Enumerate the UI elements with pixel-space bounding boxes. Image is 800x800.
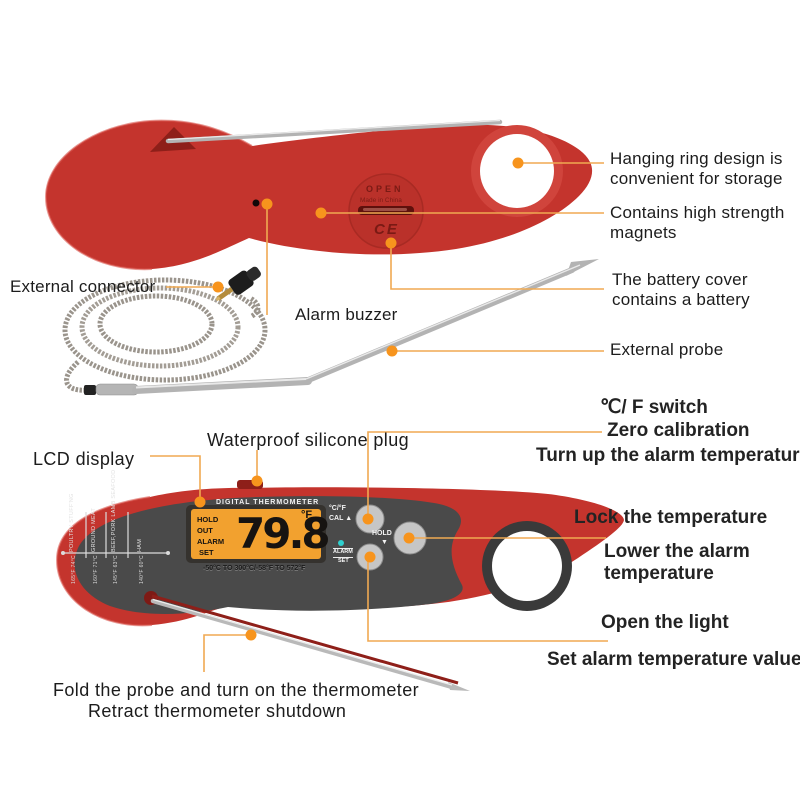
label-cf-switch: ℃/ F switch	[600, 397, 708, 418]
made-in-label: Made in China	[360, 197, 402, 204]
meat-chart-temp-poultry: 165°F 74°C	[71, 555, 77, 584]
label-turn-up-alarm: Turn up the alarm temperature	[536, 445, 800, 466]
battery-cover	[348, 173, 424, 249]
label-set-alarm-value: Set alarm temperature value	[547, 649, 800, 670]
meat-chart-temp-beef: 145°F 63°C	[113, 555, 119, 584]
hold-button-label: HOLD	[372, 530, 392, 537]
label-lower-alarm: Lower the alarm temperature	[604, 541, 750, 585]
battery-cover-open-label: OPEN	[366, 184, 404, 194]
external-probe-needle	[84, 259, 599, 396]
label-magnets: Contains high strength magnets	[610, 203, 785, 243]
label-external-connector: External connector	[10, 277, 156, 296]
lcd-hold: HOLD	[197, 515, 219, 524]
alarm-button-label: ALARM	[333, 548, 353, 558]
label-alarm-buzzer: Alarm buzzer	[295, 305, 398, 324]
probe-channel	[151, 594, 459, 685]
lcd-alarm: ALARM	[197, 537, 225, 546]
brand-title: DIGITAL THERMOMETER	[216, 499, 320, 506]
meat-chart-label-poultry: POULTRY STUFF'NG	[69, 493, 75, 552]
leader-lines	[150, 162, 608, 672]
folded-probe	[150, 598, 455, 690]
hold-button-arrow: ▼	[381, 539, 388, 546]
lcd-temperature-value: 79.8	[236, 509, 331, 558]
label-retract-shutdown: Retract thermometer shutdown	[88, 701, 347, 721]
alarm-indicator-led	[338, 540, 344, 546]
lcd-screen	[191, 509, 321, 559]
lcd-out: OUT	[197, 526, 213, 535]
cal-button-label: CAL ▲	[329, 515, 353, 522]
ce-mark: CE	[374, 221, 399, 238]
label-battery-cover: The battery cover contains a battery	[612, 270, 750, 310]
meat-chart-label-beef: BEEF,PORK LAMB SEAFOOD	[111, 469, 117, 552]
meat-chart-temp-ham: 140°F 60°C	[139, 555, 145, 584]
label-waterproof-plug: Waterproof silicone plug	[207, 430, 410, 450]
alarm-buzzer-hole	[252, 199, 260, 207]
hanging-ring-hole-front	[492, 531, 562, 601]
meat-chart-temp-ground: 160°F 71°C	[93, 555, 99, 584]
label-fold-probe: Fold the probe and turn on the thermomet…	[53, 680, 420, 700]
label-lock-temperature: Lock the temperature	[574, 507, 768, 528]
audio-jack-connector	[215, 266, 261, 302]
set-button-label: SET	[338, 558, 349, 564]
label-external-probe: External probe	[610, 340, 724, 359]
hanging-ring-hole	[480, 134, 554, 208]
label-hanging-ring: Hanging ring design is convenient for st…	[610, 149, 783, 189]
meat-chart-label-ground: GROUND MEAT	[91, 507, 97, 552]
meat-chart-label-ham: HAM	[137, 538, 143, 552]
label-lcd-display: LCD display	[33, 449, 135, 469]
cf-button-label: °C/°F	[329, 505, 346, 512]
label-zero-calibration: Zero calibration	[607, 420, 750, 441]
lcd-set: SET	[199, 548, 214, 557]
thermometer-front-view	[55, 480, 624, 691]
leader-dots	[194, 157, 524, 641]
probe-cable-coil	[62, 277, 268, 393]
lcd-temperature-unit: °F	[301, 509, 313, 521]
attached-probe-back	[165, 119, 503, 144]
meat-chart-axis	[63, 512, 168, 558]
thermometer-back-view	[44, 119, 593, 271]
label-open-light: Open the light	[601, 612, 729, 633]
lcd-range-text: -50°C TO 300°C/-58°F TO 572°F	[203, 565, 306, 572]
